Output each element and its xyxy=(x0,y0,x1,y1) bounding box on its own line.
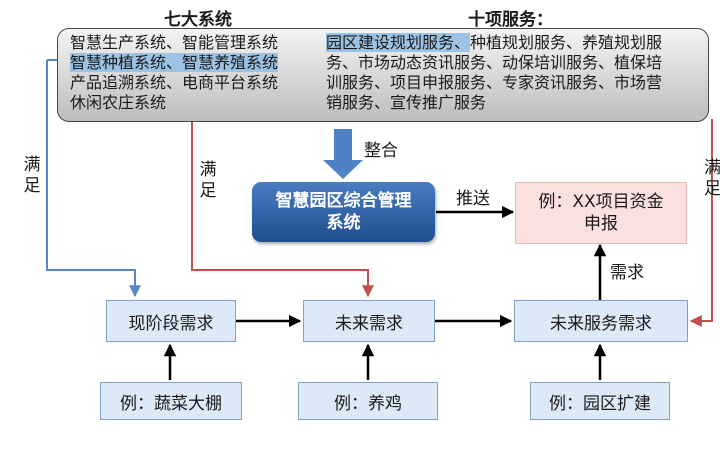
satisfy-link-right xyxy=(689,119,713,327)
system-item-highlighted: 智慧养殖系统 xyxy=(182,53,279,72)
system-item: 智慧生产系统、 xyxy=(70,33,183,52)
future-service-need-node: 未来服务需求 xyxy=(514,300,688,342)
services-heading: 十项服务： xyxy=(468,10,553,30)
management-platform-box: 智慧园区综合管理 系统 xyxy=(252,182,435,242)
services-line: 务、市场动态资讯服务、动保培训服务、植保培 xyxy=(326,53,663,72)
project-funding-example-box: 例：XX项目资金 申报 xyxy=(515,182,687,244)
system-item: 智能管理系统 xyxy=(182,33,279,52)
platform-line: 系统 xyxy=(326,213,361,233)
systems-line: 智慧种植系统、智慧养殖系统 xyxy=(70,53,279,73)
merge-label: 整合 xyxy=(364,141,398,161)
satisfy-link-left xyxy=(46,60,141,298)
future-need-node: 未来需求 xyxy=(303,300,435,342)
system-item: 产品追溯系统、 xyxy=(70,73,183,92)
systems-list: 智慧生产系统、智能管理系统 智慧种植系统、智慧养殖系统 产品追溯系统、电商平台系… xyxy=(70,33,279,113)
satisfy-label-right: 满足 xyxy=(704,158,720,199)
platform-line: 智慧园区综合管理 xyxy=(275,191,412,211)
system-item: 电商平台系统 xyxy=(182,73,279,92)
services-line: 园区建设规划服务、种植规划服务、养殖规划服 xyxy=(326,33,662,53)
service-item-highlighted: 园区建设规划服务、 xyxy=(326,33,471,52)
push-label: 推送 xyxy=(456,189,490,209)
systems-line: 休闲农庄系统 xyxy=(70,93,278,113)
services-list: 园区建设规划服务、种植规划服务、养殖规划服 务、市场动态资讯服务、动保培训服务、… xyxy=(326,33,662,113)
systems-line: 产品追溯系统、电商平台系统 xyxy=(70,73,278,93)
system-item-highlighted: 智慧种植系统、 xyxy=(70,53,183,72)
example-park-expansion: 例：园区扩建 xyxy=(530,382,670,420)
example-chicken-farming: 例：养鸡 xyxy=(298,382,438,420)
satisfy-label-left: 满足 xyxy=(23,155,41,196)
service-item: 种植规划服务、养殖规划服 xyxy=(470,33,663,52)
example-top-line: 例：XX项目资金 xyxy=(538,192,664,212)
current-need-node: 现阶段需求 xyxy=(106,300,236,342)
services-line: 训服务、项目申报服务、专家资讯服务、市场营 xyxy=(326,73,663,92)
example-vegetable-greenhouse: 例：蔬菜大棚 xyxy=(100,382,242,420)
satisfy-link-mid xyxy=(191,63,374,298)
satisfy-label-mid: 满足 xyxy=(199,160,217,201)
example-top-line: 申报 xyxy=(583,214,618,234)
merge-arrow xyxy=(323,129,363,179)
system-item: 休闲农庄系统 xyxy=(70,93,167,112)
services-line: 销服务、宣传推广服务 xyxy=(326,93,487,112)
demand-label: 需求 xyxy=(610,263,644,283)
systems-heading: 七大系统 xyxy=(164,10,232,30)
systems-line: 智慧生产系统、智能管理系统 xyxy=(70,33,278,53)
